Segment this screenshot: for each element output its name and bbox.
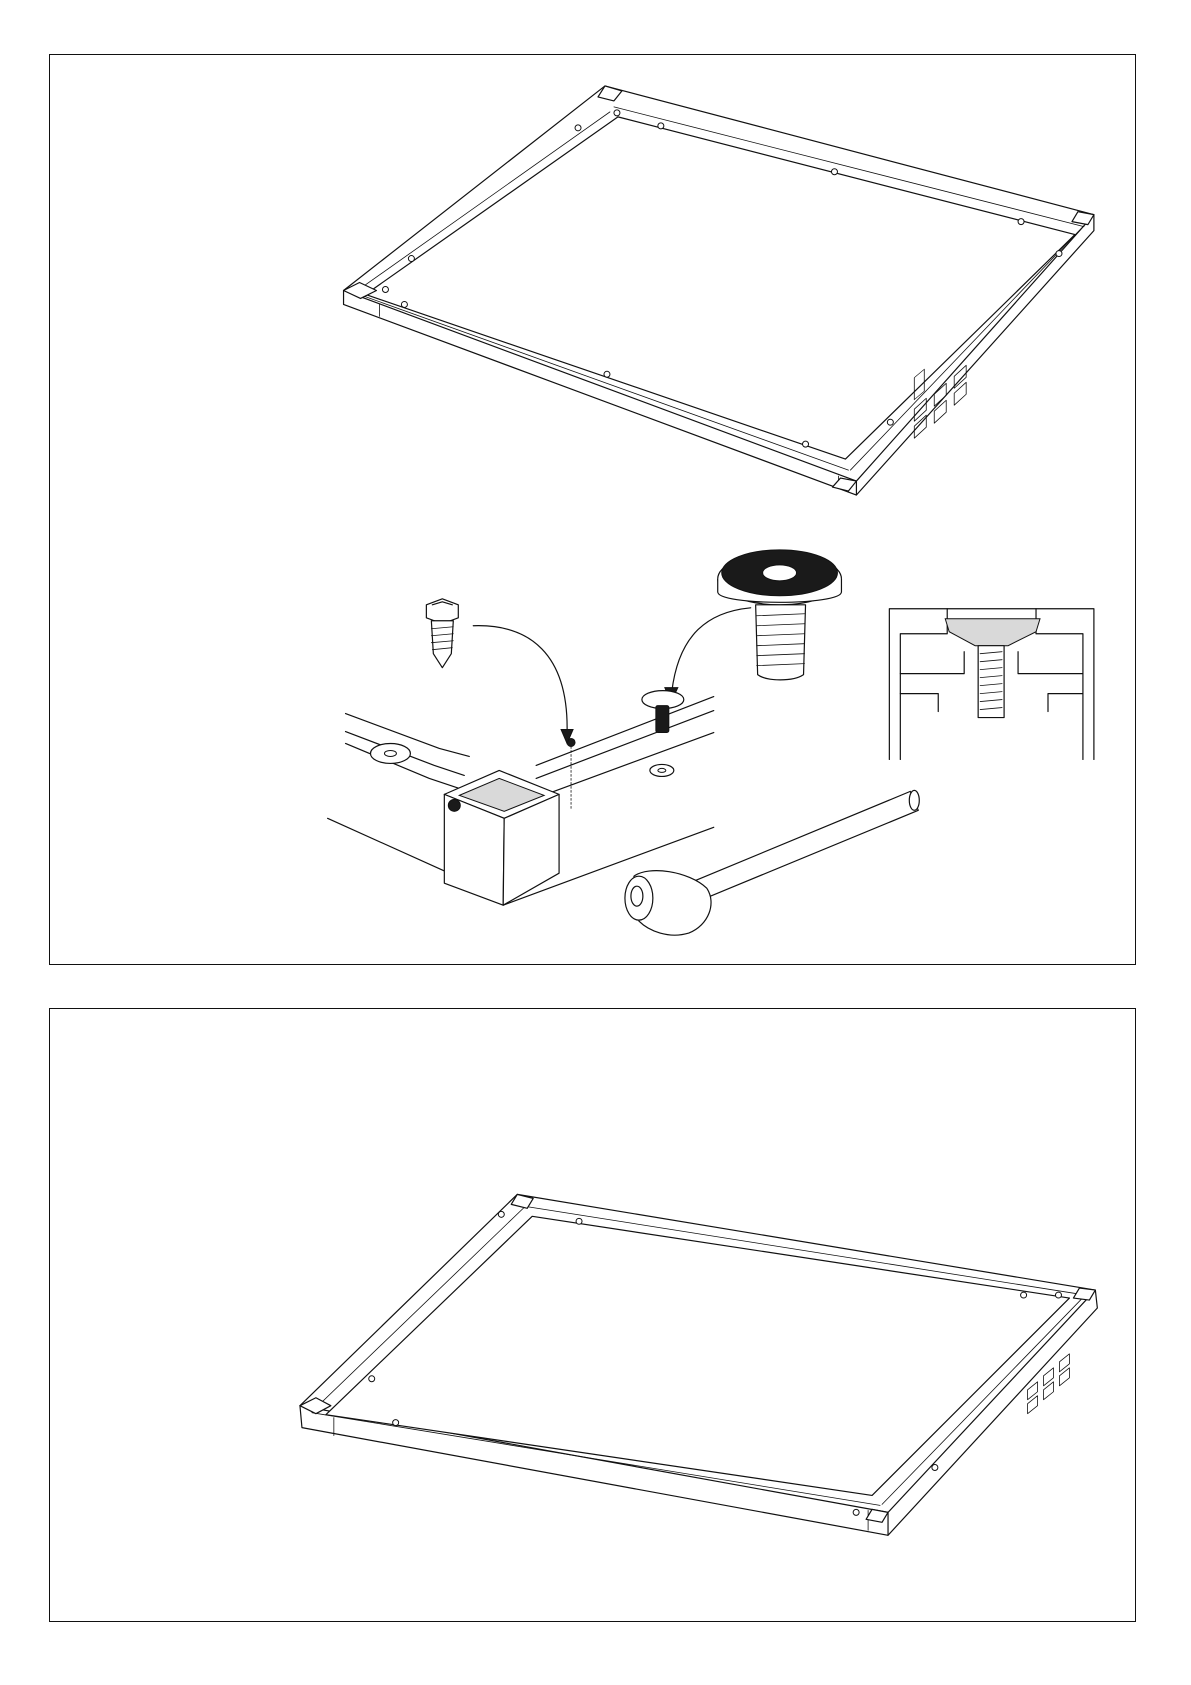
frame-assembly-drawing <box>50 55 1135 964</box>
adjustable-foot-icon <box>718 550 842 680</box>
profile-section-icon <box>889 609 1094 760</box>
rectangular-frame-top <box>344 86 1094 495</box>
assembled-frame-drawing <box>50 1009 1135 1621</box>
rectangular-frame-assembled <box>300 1194 1097 1535</box>
assembled-frame-panel <box>49 1008 1136 1622</box>
assembly-step-panel-top <box>49 54 1136 965</box>
rubber-mallet-icon <box>625 790 919 935</box>
self-tapping-screw-icon <box>426 599 458 668</box>
foot-bolt <box>656 706 669 733</box>
